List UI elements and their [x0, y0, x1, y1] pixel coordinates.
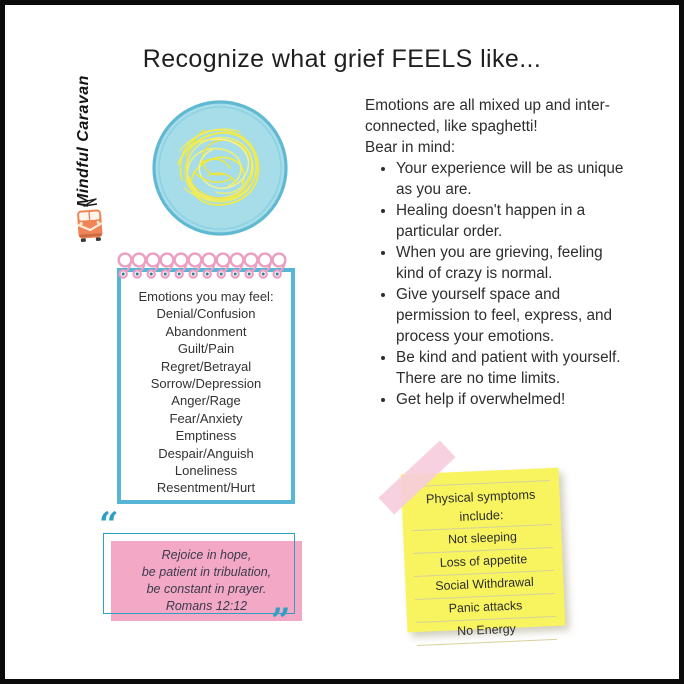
sticky-heading: Physical symptoms include: — [410, 484, 552, 532]
brand-name: Mindful Caravan — [75, 75, 92, 207]
notepad-item: Sorrow/Depression — [150, 376, 262, 392]
bullet-item: Get help if overwhelmed! — [396, 389, 625, 410]
tangled-scribble-icon — [177, 128, 260, 206]
notepad-item: Loneliness — [174, 463, 238, 479]
bullet-item: When you are grieving, feeling kind of c… — [396, 242, 625, 284]
quote-line: be patient in tribulation, — [141, 565, 272, 579]
emotions-notepad: Emotions you may feel: Denial/Confusion … — [117, 268, 295, 504]
notepad-item: Resentment/Hurt — [156, 480, 256, 496]
spaghetti-circle — [150, 98, 290, 238]
notepad-heading: Emotions you may feel: — [138, 289, 274, 304]
notepad-item: Anger/Rage — [171, 393, 241, 409]
quote-line: be constant in prayer. — [146, 582, 267, 596]
close-quote-icon: ” — [271, 601, 291, 641]
intro-lead-in: Bear in mind: — [365, 139, 456, 156]
symptoms-sticky-note: Physical symptoms include: Not sleeping … — [400, 467, 566, 646]
notepad-item: Denial/Confusion — [156, 306, 256, 322]
sticky-item: No Energy — [416, 617, 557, 646]
spiral-binding-icon — [117, 250, 287, 284]
advice-bullet-list: Your experience will be as unique as you… — [365, 158, 625, 410]
bullet-item: Healing doesn't happen in a particular o… — [396, 200, 625, 242]
advice-column: Emotions are all mixed up and inter-conn… — [365, 95, 655, 410]
quote-line: Rejoice in hope, — [161, 548, 252, 562]
open-quote-icon: “ — [99, 505, 119, 545]
notepad-item: Guilt/Pain — [177, 341, 235, 357]
notepad-item: Regret/Betrayal — [160, 358, 252, 374]
notepad-item: Fear/Anxiety — [169, 410, 243, 426]
scripture-quote-box: Rejoice in hope, be patient in tribulati… — [111, 541, 302, 621]
circle-ring — [152, 100, 288, 236]
bullet-item: Be kind and patient with yourself. There… — [396, 347, 625, 389]
intro-text: Emotions are all mixed up and inter-conn… — [365, 97, 610, 135]
notepad-item: Abandonment — [165, 323, 247, 339]
bullet-item: Your experience will be as unique as you… — [396, 158, 625, 200]
notepad-item: Despair/Anguish — [158, 445, 254, 461]
zigzag-flourish-icon — [82, 198, 98, 207]
van-icon — [71, 197, 109, 245]
bullet-item: Give yourself space and permission to fe… — [396, 284, 625, 347]
notepad-item: Emptiness — [175, 428, 237, 444]
page-title: Recognize what grief FEELS like... — [142, 45, 542, 73]
quote-reference: Romans 12:12 — [165, 599, 248, 613]
